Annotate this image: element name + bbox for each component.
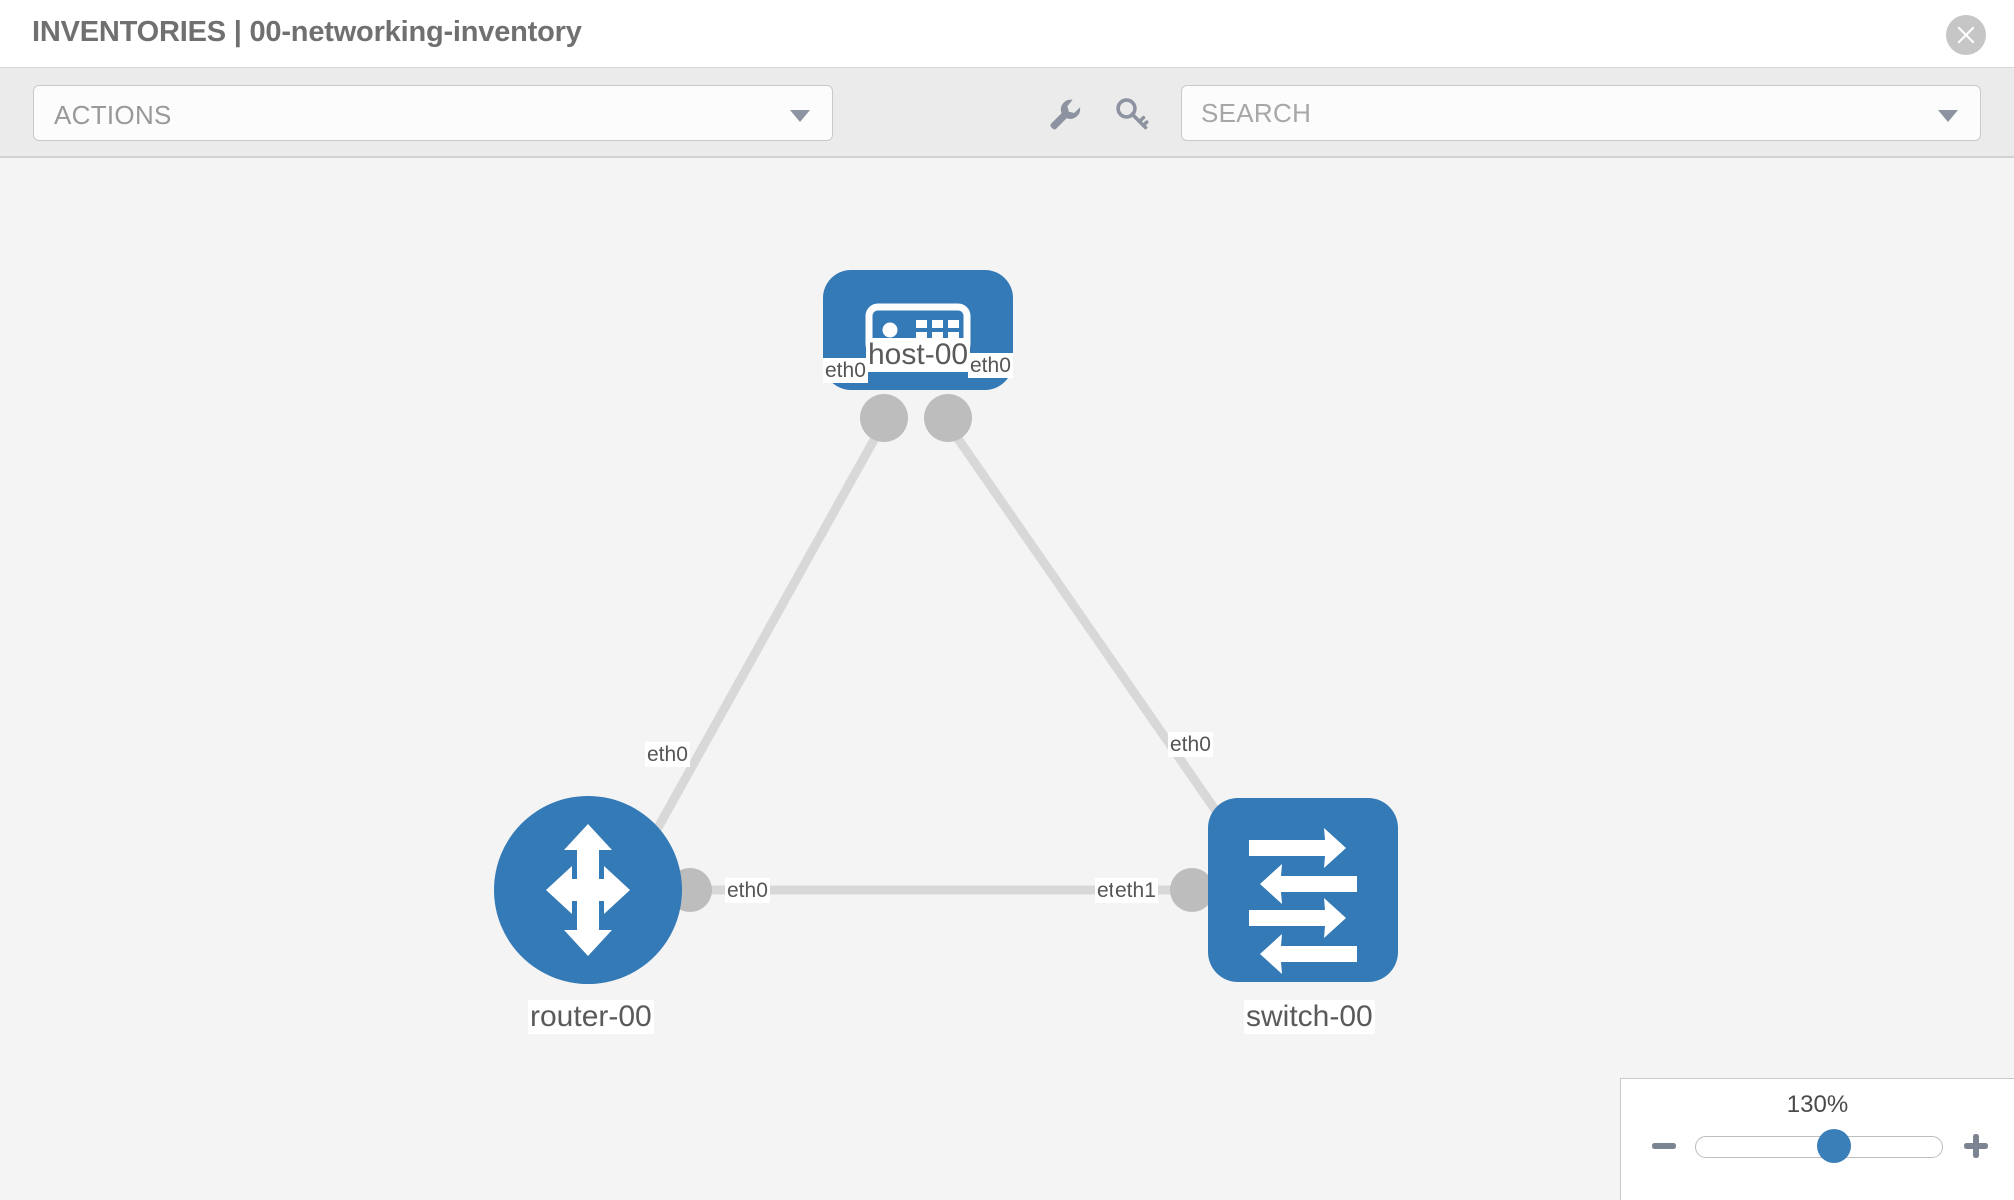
node-label-router-00: router-00 xyxy=(528,1000,654,1034)
topology-graph xyxy=(494,270,1398,984)
link-host00-switch00[interactable] xyxy=(941,417,1254,863)
title-bar: INVENTORIES | 00-networking-inventory xyxy=(0,0,2014,68)
interface-label-switch00-eth0-uplink: eth0 xyxy=(1168,732,1213,757)
key-icon[interactable] xyxy=(1113,95,1151,133)
link-host00-router00[interactable] xyxy=(636,417,889,863)
bidirectional-arrows-icon xyxy=(1249,828,1357,974)
interface-label-host00-eth0-right: eth0 xyxy=(968,353,1013,378)
zoom-control-panel: 130% xyxy=(1620,1078,2014,1200)
four-arrows-converging-icon xyxy=(546,824,630,956)
node-label-host-00: host-00 xyxy=(866,338,971,372)
interface-label-switch00-eth1: eth1 xyxy=(1113,878,1158,903)
actions-dropdown-label: ACTIONS xyxy=(54,100,172,130)
endpoint-host00-eth0-left[interactable] xyxy=(860,394,908,442)
actions-dropdown[interactable]: ACTIONS xyxy=(33,85,833,141)
chevron-down-icon xyxy=(790,110,810,122)
interface-label-router00-eth0-uplink: eth0 xyxy=(645,742,690,767)
plus-icon[interactable] xyxy=(1961,1131,1991,1161)
page-title: INVENTORIES | 00-networking-inventory xyxy=(32,16,582,48)
search-box[interactable] xyxy=(1181,85,1981,141)
topology-canvas[interactable]: host-00 router-00 switch-00 eth0 eth0 et… xyxy=(0,160,2014,1200)
interface-label-router00-eth0: eth0 xyxy=(725,878,770,903)
node-label-switch-00: switch-00 xyxy=(1244,1000,1375,1034)
close-icon[interactable] xyxy=(1946,15,1986,55)
toolbar: ACTIONS xyxy=(0,68,2014,158)
node-switch-00[interactable] xyxy=(1208,798,1398,982)
minus-icon[interactable] xyxy=(1649,1131,1679,1161)
zoom-slider-thumb[interactable] xyxy=(1817,1129,1851,1163)
zoom-percent-label: 130% xyxy=(1786,1091,1849,1118)
endpoint-switch00-eth1[interactable] xyxy=(1170,868,1214,912)
node-router-00[interactable] xyxy=(494,796,682,984)
wrench-icon[interactable] xyxy=(1045,95,1083,133)
search-input[interactable] xyxy=(1183,87,1923,139)
chevron-down-icon[interactable] xyxy=(1938,110,1958,122)
endpoint-host00-eth0-right[interactable] xyxy=(924,394,972,442)
interface-label-host00-eth0-left: eth0 xyxy=(823,358,868,383)
